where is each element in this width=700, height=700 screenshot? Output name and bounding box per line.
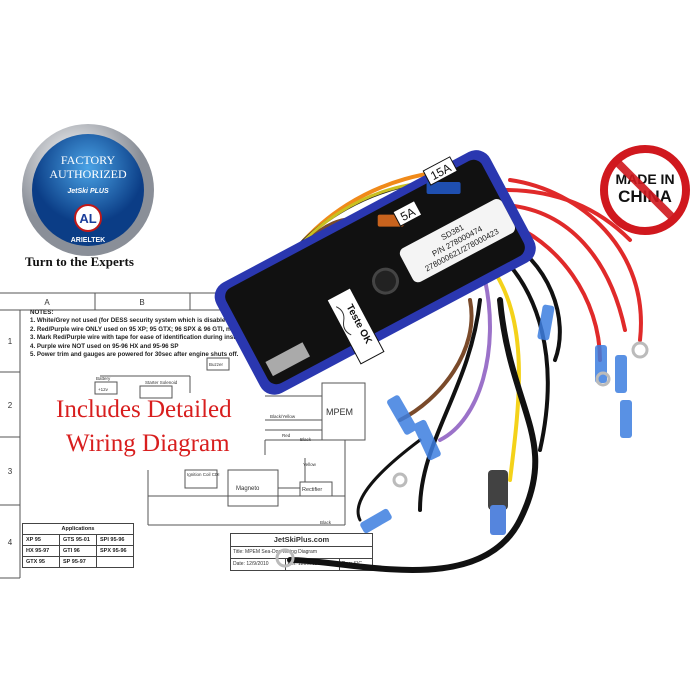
badge-company: ARIELTEK [71,237,105,244]
row-3: 3 [8,467,13,476]
factory-authorized-badge: FACTORY AUTHORIZED JetSki PLUS AL ARIELT… [22,124,154,256]
ignition-label: Ignition Coil CDI [187,472,220,477]
made-in-china-badge: MADE IN CHINA [600,145,690,235]
table-cell [96,556,134,568]
title-block-company: JetSkiPlus.com [231,534,372,547]
badge-line2: AUTHORIZED [49,167,127,181]
black-yellow-label: Black/Yellow [270,414,296,419]
red-label: Red [282,433,291,438]
badge-line1: FACTORY [61,153,116,167]
column-b: B [139,298,144,307]
buzzer-label: Buzzer [209,362,224,367]
battery-label: Battery [96,376,111,381]
row-4: 4 [8,538,13,547]
note-item: 3. Mark Red/Purple wire with tape for ea… [30,334,236,342]
note-item: 2. Red/Purple wire ONLY used on 95 XP; 9… [30,325,236,333]
note-item: 4. Purple wire NOT used on 95-96 HX and … [30,342,179,350]
fuse-5a-label: 5A [398,205,418,224]
row-2: 2 [8,401,13,410]
diagram-notes: NOTES: 1. White/Grey not used (for DESS … [30,309,238,359]
note-item: 5. Power trim and gauges are powered for… [30,351,239,359]
title-block: JetSkiPlus.com Title: MPEM Sea-Doo Wirin… [230,533,373,571]
column-a: A [44,298,50,307]
battery-voltage: +12v [98,387,109,392]
yellow-label: Yellow [303,462,317,467]
magneto-label: Magneto [236,486,260,492]
overlay-text-line1: Includes Detailed [56,396,232,423]
arieltek-logo: AL [79,211,96,226]
badge-brand: JetSki PLUS [67,188,109,195]
note-item: 1. White/Grey not used (for DESS securit… [30,317,232,325]
notes-title: NOTES: [30,309,54,316]
tagline: Turn to the Experts [25,254,134,269]
starter-label: Starter Solenoid [145,380,178,385]
black-label: Black [300,437,312,442]
row-1: 1 [8,337,13,346]
mpem-label: MPEM [326,407,353,417]
table-cell: SPI 95-96 [96,534,134,546]
black-ground-label: Black [320,520,332,525]
table-cell: SP 95-97 [59,556,97,568]
rectifier-label: Rectifier [302,487,322,493]
overlay-text-line2: Wiring Diagram [66,430,230,457]
